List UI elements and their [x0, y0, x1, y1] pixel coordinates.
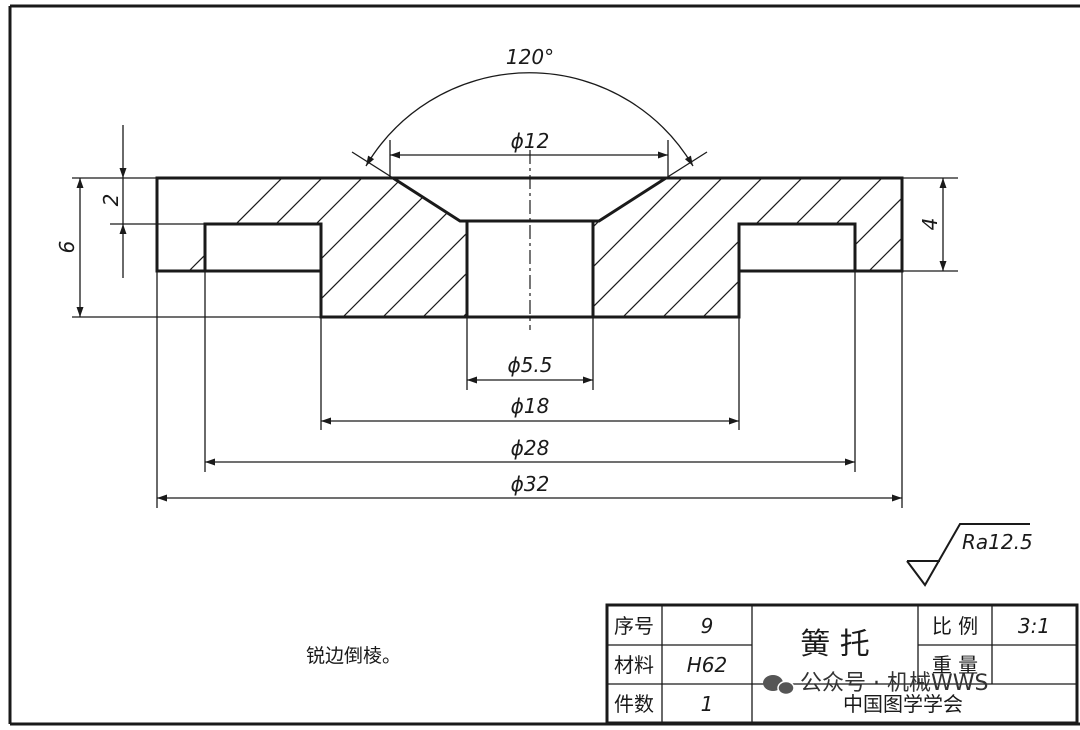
roughness-symbol [906, 523, 1030, 587]
count-label: 件数 [614, 692, 654, 716]
dim-height-4: 4 [918, 218, 942, 231]
part-outline [155, 176, 904, 319]
watermark-icon [763, 675, 795, 696]
title-block [605, 603, 1079, 725]
count-value: 1 [701, 692, 714, 716]
dim-diameter-5-5: ϕ5.5 [508, 353, 553, 377]
scale-value: 3:1 [1018, 614, 1050, 638]
roughness-value: Ra12.5 [962, 530, 1033, 554]
dim-height-2: 2 [99, 194, 123, 207]
dim-diameter-32: ϕ32 [511, 472, 550, 496]
watermark-text: 公众号 · 机械WWS [800, 671, 988, 696]
dim-diameter-28: ϕ28 [511, 436, 550, 460]
dim-height-6: 6 [55, 241, 79, 254]
organization: 中国图学学会 [843, 692, 963, 716]
material-label: 材料 [614, 653, 654, 677]
part-name: 簧 托 [800, 627, 870, 662]
technical-note: 锐边倒棱。 [306, 645, 401, 667]
dim-diameter-18: ϕ18 [511, 394, 550, 418]
weight-label: 重 量 [932, 653, 978, 677]
section-hatching [157, 178, 902, 317]
dim-angle-120: 120° [506, 45, 554, 69]
scale-label: 比 例 [932, 614, 978, 638]
dimension-lines [76, 72, 947, 502]
seq-label: 序号 [614, 614, 654, 638]
material-value: H62 [687, 653, 728, 677]
dim-diameter-12: ϕ12 [511, 129, 550, 153]
seq-value: 9 [701, 614, 714, 638]
